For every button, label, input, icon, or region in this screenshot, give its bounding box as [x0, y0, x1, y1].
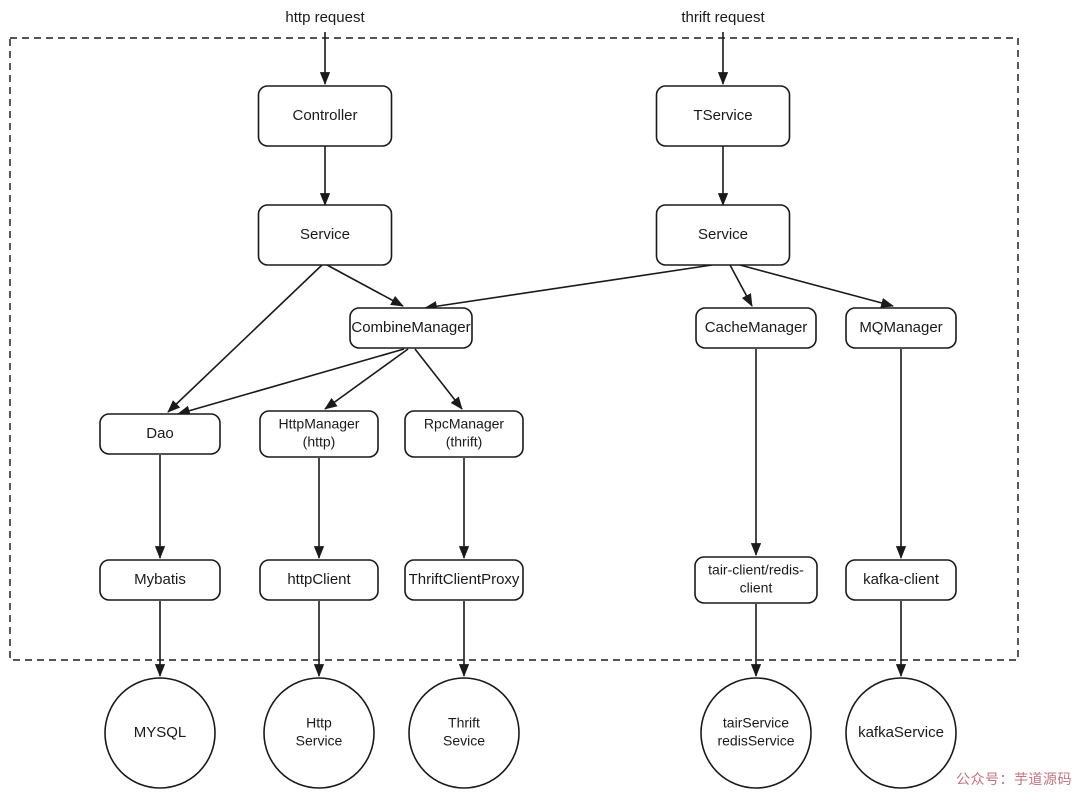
node-tservice-label: TService — [693, 107, 752, 124]
node-mybatis[interactable]: Mybatis — [99, 559, 221, 601]
node-thrift-proxy-label: ThriftClientProxy — [409, 571, 520, 588]
node-dao-shape — [99, 413, 221, 455]
node-service-thrift-shape — [655, 204, 791, 266]
node-tair-redis-shape — [694, 556, 818, 604]
entry-thrift-request: thrift request — [681, 9, 766, 85]
node-http-client-shape — [259, 559, 379, 601]
node-service-thrift[interactable]: Service — [655, 204, 791, 266]
node-cache-manager-label: CacheManager — [705, 319, 808, 336]
watermark-label: 公众号：芋道源码 — [956, 771, 1072, 787]
edge-service-http-to-combine-manager — [326, 264, 404, 307]
node-combine-manager-label: CombineManager — [351, 319, 470, 336]
node-rpc-manager-label: (thrift) — [446, 434, 483, 450]
node-tair-redis-label: tair-client/redis- — [708, 562, 804, 578]
node-http-manager-shape — [259, 410, 379, 458]
node-combine-manager[interactable]: CombineManager — [349, 307, 473, 349]
node-rpc-manager-label: RpcManager — [424, 416, 504, 432]
node-tair-redis-label: client — [740, 580, 773, 596]
node-controller[interactable]: Controller — [257, 85, 393, 147]
node-tair-service[interactable]: tairService redisService — [700, 677, 812, 789]
node-tair-redis[interactable]: tair-client/redis-client — [694, 556, 818, 604]
application-boundary — [9, 37, 1019, 661]
entry-http-request: http request — [285, 9, 365, 85]
node-dao-label: Dao — [146, 425, 174, 442]
edge-combine-manager-to-http-manager — [324, 348, 409, 410]
node-dao[interactable]: Dao — [99, 413, 221, 455]
edge-service-thrift-to-cache-manager — [729, 264, 753, 307]
entry-point-layer: http request thrift request — [285, 9, 766, 85]
edge-layer — [154, 146, 907, 677]
node-service-thrift-label: Service — [698, 226, 748, 243]
node-mq-manager[interactable]: MQManager — [845, 307, 957, 349]
node-http-manager-label: (http) — [303, 434, 336, 450]
node-kafka-client-shape — [845, 559, 957, 601]
node-mysql-label: MYSQL — [134, 724, 187, 741]
node-rpc-manager-shape — [404, 410, 524, 458]
node-thrift-service-shape — [408, 677, 520, 789]
node-http-service-label: Service — [296, 733, 343, 749]
node-tservice-shape — [655, 85, 791, 147]
edge-service-thrift-to-combine-manager — [424, 264, 713, 312]
node-mysql[interactable]: MYSQL — [104, 677, 216, 789]
node-mysql-shape — [104, 677, 216, 789]
node-http-client-label: httpClient — [287, 571, 351, 588]
node-kafka-service[interactable]: kafkaService — [845, 677, 957, 789]
node-service-http[interactable]: Service — [257, 204, 393, 266]
edge-combine-manager-to-rpc-manager — [414, 348, 463, 410]
edge-service-http-to-dao — [167, 264, 323, 413]
node-http-service-shape — [263, 677, 375, 789]
node-mq-manager-shape — [845, 307, 957, 349]
node-thrift-proxy-shape — [404, 559, 524, 601]
node-kafka-client[interactable]: kafka-client — [845, 559, 957, 601]
node-rpc-manager[interactable]: RpcManager (thrift) — [404, 410, 524, 458]
node-mq-manager-label: MQManager — [859, 319, 942, 336]
node-kafka-service-shape — [845, 677, 957, 789]
node-thrift-service-label: Thrift — [448, 715, 480, 731]
node-http-client[interactable]: httpClient — [259, 559, 379, 601]
node-tair-service-label: redisService — [717, 733, 794, 749]
entry-http-request-label: http request — [285, 9, 365, 26]
application-boundary-rect — [9, 37, 1019, 661]
node-controller-label: Controller — [292, 107, 357, 124]
node-kafka-client-label: kafka-client — [863, 571, 940, 588]
node-kafka-service-label: kafkaService — [858, 724, 944, 741]
edge-service-thrift-to-mq-manager — [739, 264, 894, 308]
node-http-manager-label: HttpManager — [279, 416, 360, 432]
node-combine-manager-shape — [349, 307, 473, 349]
node-tservice[interactable]: TService — [655, 85, 791, 147]
node-mybatis-label: Mybatis — [134, 571, 186, 588]
node-cache-manager-shape — [695, 307, 817, 349]
edge-combine-manager-to-dao — [177, 348, 405, 416]
node-service-http-label: Service — [300, 226, 350, 243]
node-thrift-service-label: Sevice — [443, 733, 485, 749]
node-service-http-shape — [257, 204, 393, 266]
node-tair-service-shape — [700, 677, 812, 789]
node-controller-shape — [257, 85, 393, 147]
node-http-service-label: Http — [306, 715, 332, 731]
node-layer: ControllerServiceTServiceServiceCombineM… — [99, 85, 957, 789]
node-cache-manager[interactable]: CacheManager — [695, 307, 817, 349]
node-mybatis-shape — [99, 559, 221, 601]
node-http-manager[interactable]: HttpManager (http) — [259, 410, 379, 458]
entry-thrift-request-label: thrift request — [681, 9, 765, 26]
node-thrift-proxy[interactable]: ThriftClientProxy — [404, 559, 524, 601]
node-tair-service-label: tairService — [723, 715, 789, 731]
